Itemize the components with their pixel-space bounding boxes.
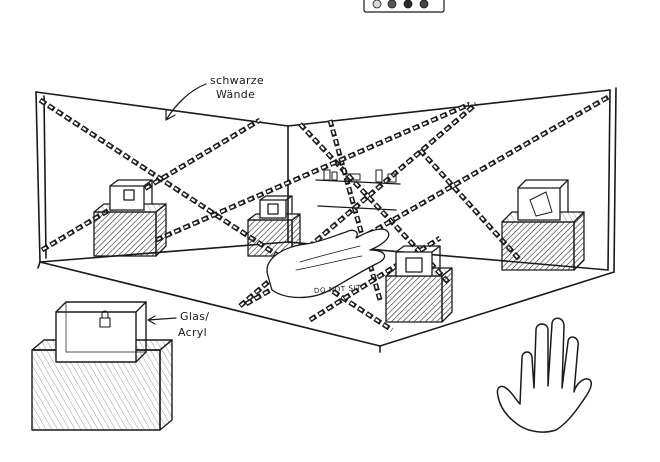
- walls-label-arrow: [165, 83, 207, 121]
- material-label-line2: Acryl: [178, 326, 207, 339]
- hand-bench: [266, 228, 390, 299]
- swatch-2: [387, 0, 397, 9]
- hand-sketch-icon: [496, 317, 593, 433]
- color-swatch-card: [363, 0, 445, 13]
- walls-label-line1: schwarze: [210, 74, 264, 87]
- chain-link-highlight-2: [41, 119, 261, 251]
- glass-pedestal-detail: [31, 301, 173, 431]
- pedestal-left: [93, 179, 167, 257]
- swatch-4: [419, 0, 429, 9]
- material-label-line1: Glas/: [180, 310, 209, 323]
- pedestal-front: [385, 245, 453, 323]
- wall-shelves: [315, 169, 401, 211]
- do-not-sit-sign: DO NOT SIT: [314, 284, 362, 295]
- lock-icon: [99, 310, 111, 328]
- chain-link-highlight-8: [155, 103, 471, 241]
- chain-9: [308, 235, 442, 323]
- swatch-1: [372, 0, 382, 9]
- pedestal-right: [501, 179, 585, 271]
- swatch-3: [403, 0, 413, 9]
- walls-label-line2: Wände: [216, 88, 255, 101]
- chain-link-highlight-4: [329, 119, 381, 301]
- material-label-arrow: [147, 315, 177, 325]
